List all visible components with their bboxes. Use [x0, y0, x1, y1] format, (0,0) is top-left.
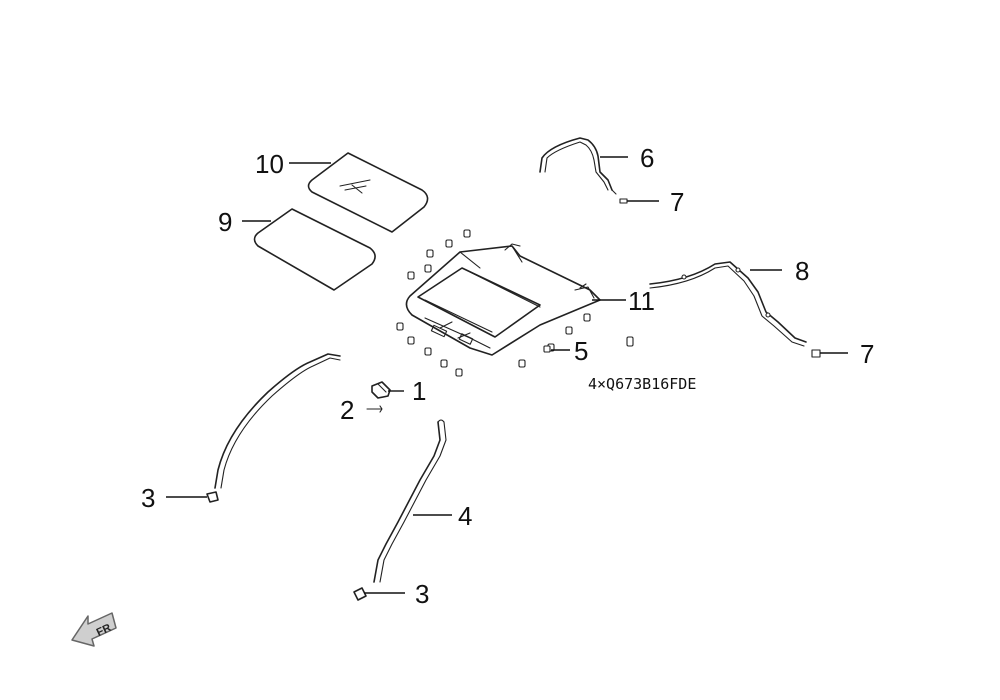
callout-7b: 7 — [860, 339, 874, 369]
part-3-connector-lower — [353, 587, 367, 601]
nut — [463, 229, 471, 238]
part-1-connector — [371, 381, 391, 399]
frame-fasteners — [396, 229, 634, 377]
nut — [396, 322, 404, 331]
part-6-drain-hose — [539, 137, 617, 195]
callout-5: 5 — [574, 336, 588, 366]
callout-4: 4 — [458, 501, 472, 531]
part-8-drain-hose — [649, 261, 807, 347]
part-5-screw — [543, 345, 551, 353]
callout-3a: 3 — [141, 483, 155, 513]
nut — [440, 359, 448, 368]
nut — [583, 313, 591, 322]
direction-badge-label: FR — [95, 622, 113, 639]
part-7-clip-lower — [811, 349, 821, 358]
nut — [426, 249, 434, 258]
callout-9: 9 — [218, 207, 232, 237]
part-9-sunshade — [253, 208, 376, 291]
nut — [407, 271, 415, 280]
front-direction-arrow-icon: FR — [71, 612, 117, 647]
nut — [455, 368, 463, 377]
part-2-screw — [366, 405, 383, 413]
part-4-drain-hose — [373, 419, 447, 583]
callout-3b: 3 — [415, 579, 429, 609]
callout-2: 2 — [340, 395, 354, 425]
callout-1: 1 — [412, 376, 426, 406]
fastener-note: 4×Q673B16FDE — [588, 375, 696, 393]
nut — [565, 326, 573, 335]
callout-10: 10 — [255, 149, 284, 179]
nut — [424, 347, 432, 356]
nut — [407, 336, 415, 345]
callout-7a: 7 — [670, 187, 684, 217]
callout-6: 6 — [640, 143, 654, 173]
part-11-sunroof-frame — [405, 243, 601, 356]
callout-8: 8 — [795, 256, 809, 286]
callout-11: 11 — [628, 286, 655, 316]
part-7-clip-upper — [619, 198, 628, 204]
nut — [424, 264, 432, 273]
part-3-connector-left — [206, 491, 219, 503]
nut — [445, 239, 453, 248]
drain-hose-left — [214, 353, 341, 489]
nut — [518, 359, 526, 368]
nut — [626, 336, 634, 347]
part-10-glass-panel — [307, 152, 429, 233]
